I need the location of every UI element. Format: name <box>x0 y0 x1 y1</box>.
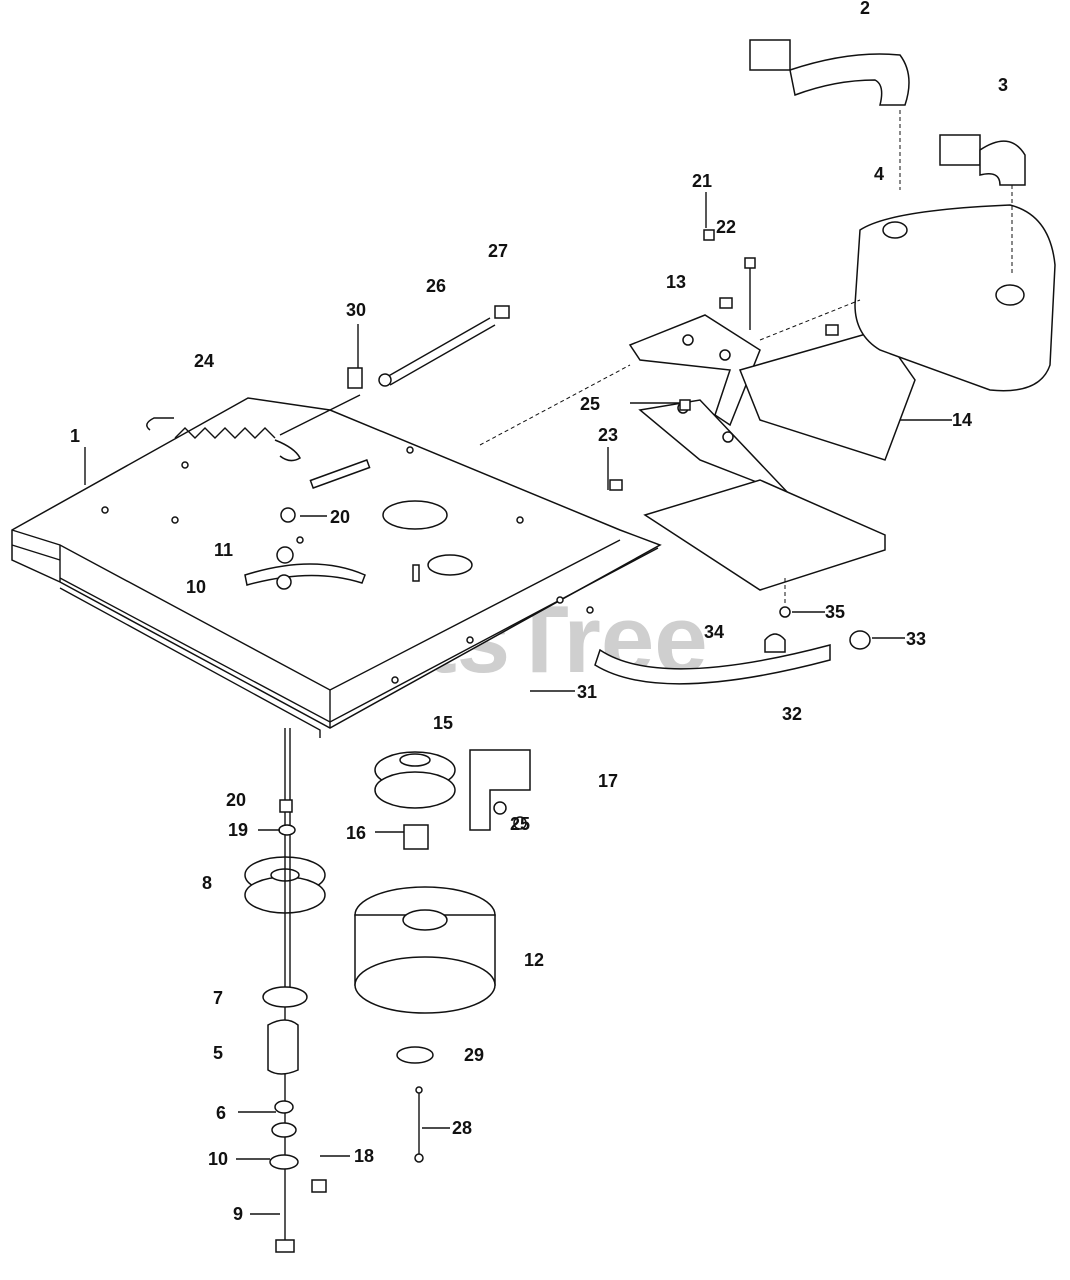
pulley-clutch-drawing <box>244 749 531 1064</box>
bracket-drawing <box>479 314 916 591</box>
shaft-stack-drawing <box>262 728 424 1253</box>
callout-2: 2 <box>860 0 870 18</box>
callout-5: 5 <box>213 1043 223 1063</box>
callout-24: 24 <box>194 351 214 371</box>
callout-4: 4 <box>874 164 884 184</box>
callout-3: 3 <box>998 75 1008 95</box>
muffler-drawing <box>749 39 1056 392</box>
callout-29: 29 <box>464 1045 484 1065</box>
callout-labels: 2 3 4 21 22 27 13 26 30 24 25 14 1 23 20… <box>70 0 1008 1224</box>
callout-23: 23 <box>598 425 618 445</box>
lever-drawing <box>244 507 420 590</box>
callout-8: 8 <box>202 873 212 893</box>
callout-35: 35 <box>825 602 845 622</box>
callout-9: 9 <box>233 1204 243 1224</box>
callout-11: 11 <box>214 540 233 560</box>
callout-21: 21 <box>692 171 712 191</box>
callout-7: 7 <box>213 988 223 1008</box>
callout-20-lower: 20 <box>226 790 246 810</box>
callout-14: 14 <box>952 410 972 430</box>
callout-25-lower: 25 <box>510 814 530 834</box>
callout-28: 28 <box>452 1118 472 1138</box>
callout-15: 15 <box>433 713 453 733</box>
callout-19: 19 <box>228 820 248 840</box>
callout-22: 22 <box>716 217 736 237</box>
callout-13: 13 <box>666 272 686 292</box>
callout-18: 18 <box>354 1146 374 1166</box>
callout-16: 16 <box>346 823 366 843</box>
callout-32: 32 <box>782 704 802 724</box>
callout-33: 33 <box>906 629 926 649</box>
callout-17: 17 <box>598 771 618 791</box>
frame-plate-drawing <box>11 397 662 738</box>
callout-12: 12 <box>524 950 544 970</box>
hose-drawing <box>594 578 871 685</box>
callout-20-upper: 20 <box>330 507 350 527</box>
callout-34: 34 <box>704 622 724 642</box>
callout-27: 27 <box>488 241 508 261</box>
callout-26: 26 <box>426 276 446 296</box>
callout-6: 6 <box>216 1103 226 1123</box>
leader-lines <box>84 192 952 1215</box>
callout-10-upper: 10 <box>186 577 206 597</box>
callout-31: 31 <box>577 682 597 702</box>
spring-rod-assembly-drawing <box>146 305 510 462</box>
callout-1: 1 <box>70 426 80 446</box>
callout-25-upper: 25 <box>580 394 600 414</box>
callout-30: 30 <box>346 300 366 320</box>
callout-10-lower: 10 <box>208 1149 228 1169</box>
hardware-bolts-drawing <box>609 229 839 491</box>
